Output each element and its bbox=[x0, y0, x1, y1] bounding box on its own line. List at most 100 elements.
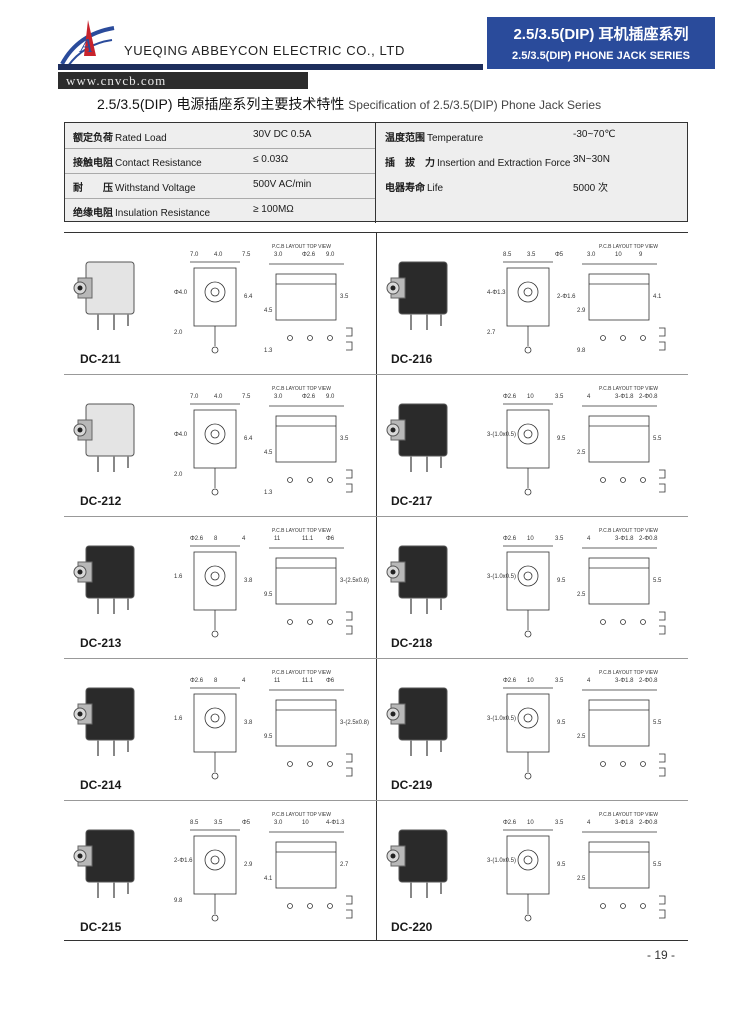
model-name: DC-217 bbox=[391, 494, 433, 508]
dimension-label: 2-Φ0.8 bbox=[639, 394, 658, 400]
grid-center-divider bbox=[376, 232, 377, 940]
dimension-label: 2.5 bbox=[577, 450, 586, 456]
dimension-label: 7.5 bbox=[242, 394, 251, 400]
dimension-label: 11 bbox=[274, 536, 281, 542]
dimension-label: 4 bbox=[242, 678, 246, 684]
dimension-label: 2.7 bbox=[340, 862, 349, 868]
series-title-en: 2.5/3.5(DIP) PHONE JACK SERIES bbox=[512, 50, 690, 62]
dimension-label: 4 bbox=[587, 678, 591, 684]
dimension-label: 2-Φ0.8 bbox=[639, 820, 658, 826]
dimension-label: 7.5 bbox=[242, 252, 251, 258]
dimension-label: 3-Φ1.8 bbox=[615, 394, 634, 400]
pcb-layout-label: P.C.B LAYOUT TOP VIEW bbox=[599, 812, 658, 818]
spec-label-en: Insulation Resistance bbox=[115, 208, 211, 219]
front-view-drawing bbox=[190, 687, 240, 780]
dimension-label: 3-(1.0x0.5) bbox=[487, 858, 516, 864]
dimension-label: 3.5 bbox=[555, 394, 564, 400]
dimension-label: Φ2.6 bbox=[503, 536, 517, 542]
spec-section-title: 2.5/3.5(DIP) 电源插座系列主要技术特性 Specification … bbox=[97, 94, 601, 114]
spec-label-cn: 插 拔 力 bbox=[385, 158, 435, 169]
pcb-layout-drawing bbox=[269, 547, 353, 635]
dimension-label: 2.9 bbox=[244, 862, 253, 868]
model-name: DC-213 bbox=[80, 636, 122, 650]
website-url[interactable]: www.cnvcb.com bbox=[58, 72, 308, 89]
dimension-label: 4 bbox=[587, 820, 591, 826]
model-name: DC-211 bbox=[80, 352, 121, 366]
jack-photo bbox=[386, 261, 448, 330]
grid-row-divider bbox=[64, 374, 688, 375]
pcb-layout-label: P.C.B LAYOUT TOP VIEW bbox=[272, 244, 331, 250]
dimension-label: 11.1 bbox=[302, 678, 314, 684]
spec-label-cn: 额定负荷 bbox=[73, 133, 113, 144]
pcb-layout-label: P.C.B LAYOUT TOP VIEW bbox=[272, 670, 331, 676]
dimension-label: 3-(1.0x0.5) bbox=[487, 432, 516, 438]
grid-row-divider bbox=[376, 232, 688, 233]
front-view-drawing bbox=[503, 261, 553, 354]
front-view-drawing bbox=[190, 545, 240, 638]
dimension-label: 4 bbox=[242, 536, 246, 542]
dimension-label: 4-Φ1.3 bbox=[487, 290, 506, 296]
jack-photo bbox=[73, 403, 135, 472]
dimension-label: Φ5 bbox=[242, 820, 251, 826]
dimension-label: Φ5 bbox=[555, 252, 564, 258]
dimension-label: 5.5 bbox=[653, 436, 662, 442]
grid-row-divider bbox=[64, 800, 688, 801]
spec-value: ≤ 0.03Ω bbox=[253, 154, 289, 165]
company-name: YUEQING ABBEYCON ELECTRIC CO., LTD bbox=[124, 43, 405, 58]
pcb-layout-label: P.C.B LAYOUT TOP VIEW bbox=[599, 528, 658, 534]
spec-title-en: Specification of 2.5/3.5(DIP) Phone Jack… bbox=[348, 98, 602, 112]
pcb-layout-label: P.C.B LAYOUT TOP VIEW bbox=[599, 670, 658, 676]
dimension-label: 2.9 bbox=[577, 308, 586, 314]
dimension-label: Φ2.6 bbox=[302, 394, 316, 400]
jack-photo bbox=[386, 545, 448, 614]
dimension-label: 8.5 bbox=[190, 820, 199, 826]
dimension-label: Φ2.6 bbox=[503, 678, 517, 684]
spec-label-en: Temperature bbox=[427, 133, 484, 144]
dimension-label: 3.0 bbox=[274, 820, 283, 826]
spec-value: 3N~30N bbox=[573, 154, 610, 165]
dimension-label: 2-Φ0.8 bbox=[639, 678, 658, 684]
dimension-label: 10 bbox=[615, 252, 622, 258]
pcb-layout-drawing bbox=[582, 831, 666, 919]
dimension-label: 9.0 bbox=[326, 394, 335, 400]
dimension-label: 9.0 bbox=[326, 252, 335, 258]
dimension-label: 3.5 bbox=[214, 820, 223, 826]
dimension-label: 3.5 bbox=[340, 436, 349, 442]
dimension-label: Φ6 bbox=[326, 536, 335, 542]
dimension-label: 9 bbox=[639, 252, 643, 258]
spec-label-cn: 耐 压 bbox=[73, 183, 113, 194]
dimension-label: 4 bbox=[587, 394, 591, 400]
dimension-label: 1.3 bbox=[264, 348, 273, 354]
dimension-label: 2.5 bbox=[577, 592, 586, 598]
dimension-label: 2.0 bbox=[174, 472, 183, 478]
spec-title-cn: 2.5/3.5(DIP) 电源插座系列主要技术特性 bbox=[97, 96, 345, 112]
spec-value: 500V AC/min bbox=[253, 179, 312, 190]
spec-label-cn: 温度范围 bbox=[385, 133, 425, 144]
jack-photo bbox=[73, 545, 135, 614]
pcb-layout-drawing bbox=[582, 405, 666, 493]
spec-label-cn: 电器寿命 bbox=[385, 183, 425, 194]
dimension-label: 9.5 bbox=[557, 436, 566, 442]
spec-label-en: Withstand Voltage bbox=[115, 183, 196, 194]
dimension-label: 1.3 bbox=[264, 490, 273, 496]
dimension-label: 3-Φ1.8 bbox=[615, 536, 634, 542]
front-view-drawing bbox=[190, 829, 240, 922]
dimension-label: 2-Φ0.8 bbox=[639, 536, 658, 542]
dimension-label: 9.5 bbox=[557, 862, 566, 868]
dimension-label: 3.5 bbox=[340, 294, 349, 300]
grid-row-divider bbox=[64, 658, 688, 659]
dimension-label: 3.5 bbox=[555, 678, 564, 684]
dimension-label: 3.5 bbox=[555, 820, 564, 826]
dimension-label: 2.5 bbox=[577, 876, 586, 882]
dimension-label: 9.5 bbox=[264, 734, 273, 740]
front-view-drawing bbox=[503, 545, 553, 638]
